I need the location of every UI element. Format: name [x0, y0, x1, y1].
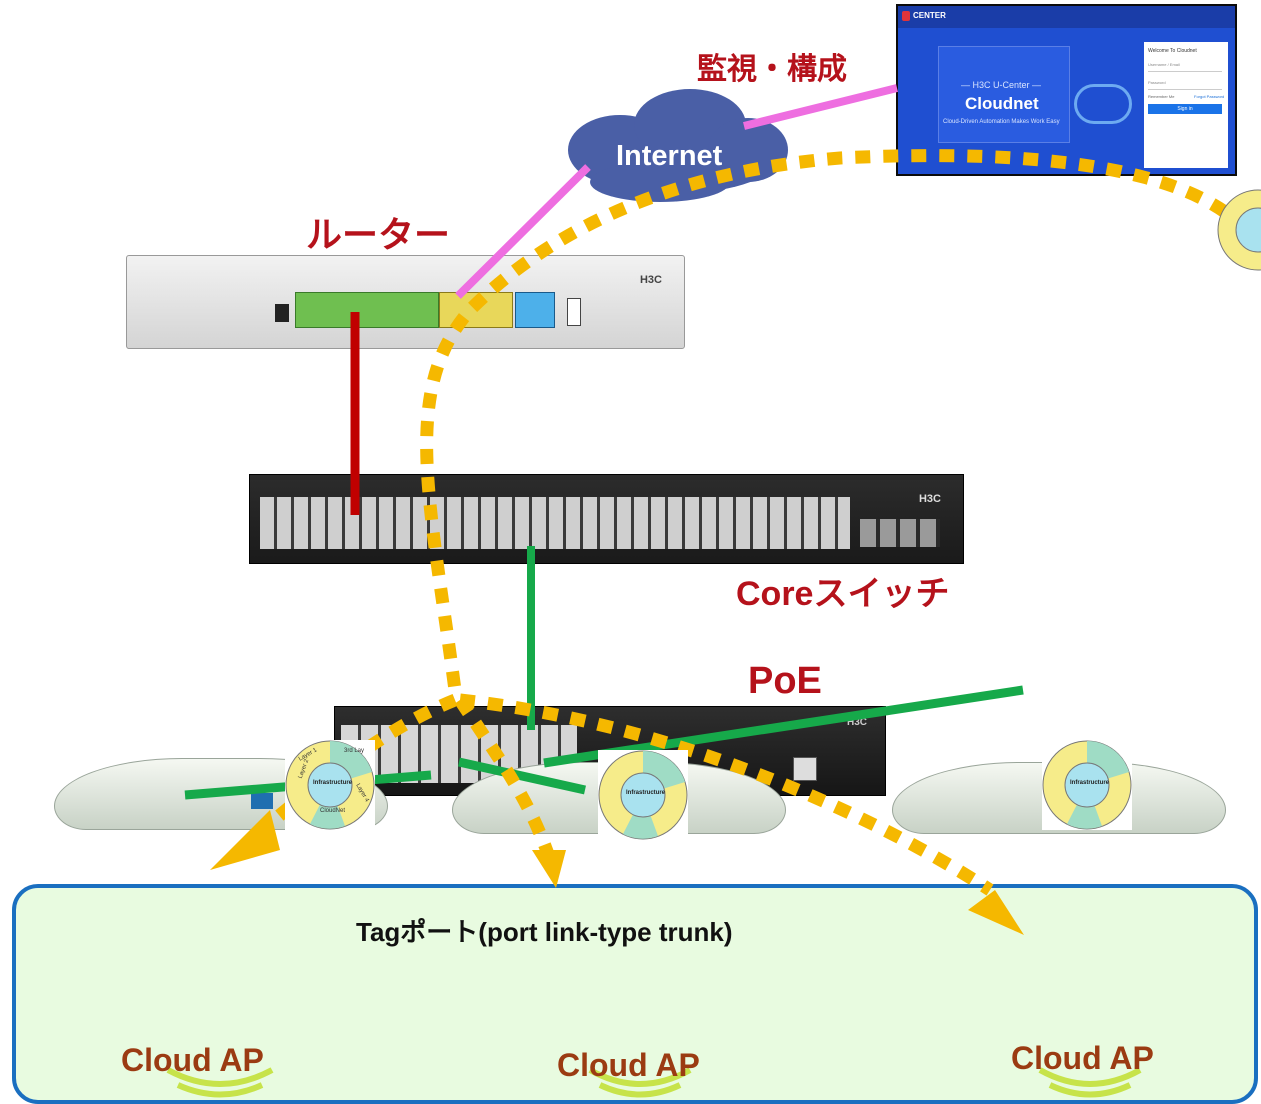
- login-welcome: Welcome To Cloudnet: [1148, 48, 1197, 54]
- ucenter-brand: CENTER: [913, 11, 946, 20]
- router-brand: H3C: [639, 274, 662, 286]
- layer-badge-3: [1042, 740, 1132, 830]
- password-field[interactable]: Password: [1148, 80, 1222, 90]
- layer-badge-1: [285, 740, 375, 830]
- cloud-ap-3-label: Cloud AP: [1011, 1040, 1154, 1076]
- username-field[interactable]: Username / Email: [1148, 62, 1222, 72]
- badge-segment-label-4: CloudNet: [320, 808, 346, 814]
- layer-badge-partial: [1217, 189, 1261, 271]
- arrow-ap3-icon: [968, 890, 1024, 935]
- poe-switch-console-port: [793, 757, 817, 781]
- cloudnet-subtitle: — H3C U-Center —: [961, 80, 1042, 90]
- cloudnet-title: Cloudnet: [965, 94, 1039, 113]
- router-device: H3C: [126, 255, 685, 349]
- core-switch-brand: H3C: [918, 493, 941, 505]
- internet-to-cloudnet-link: [743, 84, 898, 130]
- wifi-waves: [166, 1067, 1142, 1098]
- cloud-ap-2-label: Cloud AP: [557, 1047, 700, 1083]
- internet-label: Internet: [616, 140, 723, 172]
- router-console-port: [515, 292, 555, 328]
- poe-to-ap2-link: [458, 757, 586, 795]
- badge-1-center-label: Infrastructure: [313, 780, 353, 786]
- sign-in-button[interactable]: Sign in: [1148, 104, 1222, 114]
- core-switch-sfp-ports: [860, 519, 940, 547]
- badge-3-center-label: Infrastructure: [1070, 780, 1110, 786]
- remember-me[interactable]: Remember Me: [1148, 94, 1175, 99]
- monitoring-label: 監視・構成: [697, 53, 847, 86]
- ucenter-logo-icon: [902, 11, 910, 21]
- ap-area-box: [12, 884, 1258, 1104]
- router-power-port: [275, 304, 289, 322]
- arrow-ap2-icon: [532, 850, 566, 888]
- router-ports-green: [295, 292, 439, 328]
- poe-label: PoE: [748, 660, 822, 702]
- cloud-ap-1-label: Cloud AP: [121, 1042, 264, 1078]
- router-usb-port: [567, 298, 581, 326]
- layer-badge-2: [598, 750, 688, 840]
- badge-segment-label-1: 3rd Lay: [344, 748, 365, 754]
- router-label: ルーター: [306, 214, 451, 255]
- poe-switch-brand: H3C: [846, 717, 867, 728]
- core-switch-label: Coreスイッチ: [736, 575, 950, 613]
- cloud-deco-icon: [1074, 84, 1132, 124]
- cloudnet-hero: — H3C U-Center — Cloudnet Cloud-Driven A…: [938, 46, 1070, 143]
- cloudnet-screen: CENTER — H3C U-Center — Cloudnet Cloud-D…: [896, 4, 1237, 176]
- core-switch-device: H3C: [249, 474, 964, 564]
- cloudnet-tagline: Cloud-Driven Automation Makes Work Easy: [943, 119, 1060, 125]
- cloudnet-header: CENTER: [898, 6, 1235, 28]
- ap1-port: [251, 793, 273, 809]
- badge-2-center-label: Infrastructure: [626, 790, 666, 796]
- tag-port-label: Tagポート(port link-type trunk): [356, 917, 733, 947]
- cloudnet-login-panel: Welcome To Cloudnet Username / Email Pas…: [1144, 42, 1228, 168]
- router-to-internet-link: [455, 164, 591, 299]
- arrow-ap1-icon: [210, 810, 280, 870]
- forgot-password-link[interactable]: Forgot Password: [1194, 94, 1225, 99]
